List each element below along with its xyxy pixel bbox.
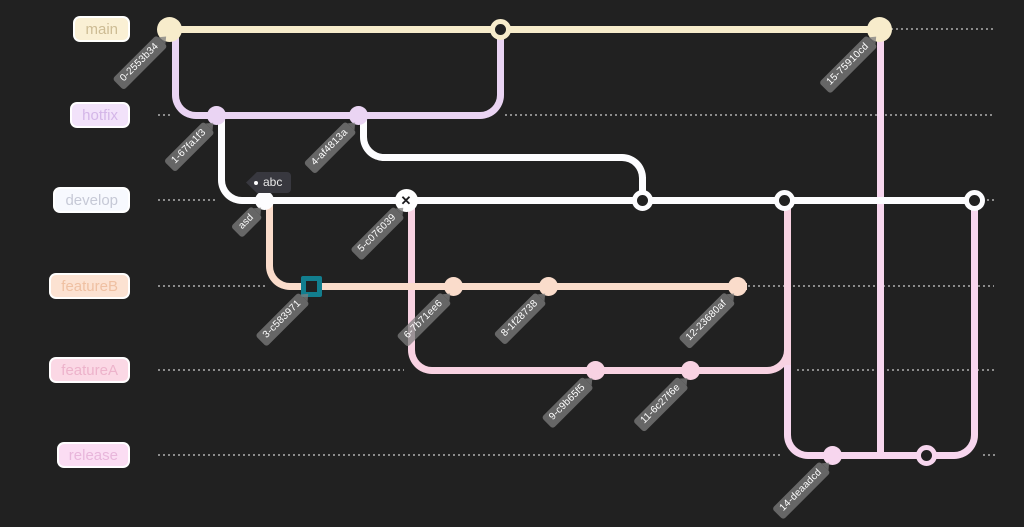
commit-label: 5-c076039 xyxy=(350,204,407,261)
branch-curve-featureB xyxy=(265,263,292,290)
branch-line-featureB xyxy=(265,200,273,266)
commit-label: 15-75910cd xyxy=(819,33,880,94)
branch-pill-release: release xyxy=(56,442,130,468)
commit-merge-dot[interactable] xyxy=(489,18,511,40)
tag-label: abc xyxy=(246,172,292,193)
branch-line-release xyxy=(808,451,953,459)
branch-line-develop xyxy=(217,115,225,180)
commit-label: 12-23680af xyxy=(678,290,738,350)
branch-pill-featureA: featureA xyxy=(49,357,130,383)
commit-deleted-dot[interactable]: ✕ xyxy=(394,188,418,212)
row-dotted-line xyxy=(891,28,994,30)
row-dotted-line xyxy=(158,454,782,456)
branch-line-hotfix xyxy=(171,29,179,95)
branch-line-hotfix xyxy=(196,111,480,119)
commit-dot[interactable] xyxy=(680,360,700,380)
commit-label: 4-af4813a xyxy=(303,119,359,175)
branch-curve-hotfix xyxy=(477,92,504,119)
branch-line-featureB xyxy=(290,282,747,290)
commit-merge-dot[interactable] xyxy=(963,189,985,211)
commit-label: 1-67fa1f3 xyxy=(163,119,217,173)
commit-dot[interactable] xyxy=(866,16,892,42)
row-dotted-line xyxy=(983,454,995,456)
row-dotted-line xyxy=(158,114,170,116)
branch-pill-hotfix: hotfix xyxy=(70,102,130,128)
branch-line-develop xyxy=(359,115,367,137)
commit-dot[interactable] xyxy=(156,16,182,42)
row-dotted-line xyxy=(748,285,994,287)
branch-curve-develop xyxy=(217,177,244,204)
commit-label: 6-7b71ee6 xyxy=(396,290,454,348)
branch-curve-featureA xyxy=(407,347,434,374)
branch-line-develop xyxy=(242,196,974,204)
branch-curve-develop xyxy=(619,153,646,180)
commit-label: 11-6c27f6e xyxy=(632,374,691,433)
row-dotted-line xyxy=(158,199,218,201)
commit-dot[interactable] xyxy=(727,276,747,296)
branch-curve-release xyxy=(951,432,978,459)
commit-dot[interactable] xyxy=(443,276,463,296)
commit-label: 14-deaadcd xyxy=(772,459,833,520)
commit-label: 3-c583971 xyxy=(255,290,312,347)
commit-dot[interactable] xyxy=(254,190,274,210)
branch-line-develop xyxy=(638,177,646,200)
commit-dot[interactable] xyxy=(538,276,558,296)
row-dotted-line xyxy=(505,114,994,116)
row-dotted-line xyxy=(158,369,404,371)
row-dotted-line xyxy=(797,369,994,371)
branch-line-develop xyxy=(384,153,622,161)
branch-line-main xyxy=(169,25,879,33)
branch-pill-develop: develop xyxy=(53,187,130,213)
commit-dot[interactable] xyxy=(585,360,605,380)
branch-curve-develop xyxy=(359,134,386,161)
commit-label: asd xyxy=(231,204,265,238)
commit-label: 9-c9b65f5 xyxy=(541,374,596,429)
commit-label: 0-2553b34 xyxy=(112,33,170,91)
row-dotted-line xyxy=(987,199,997,201)
branch-line-release xyxy=(783,365,791,435)
branch-pill-main: main xyxy=(73,16,130,42)
tag-dot-icon xyxy=(254,180,258,185)
commit-dot[interactable] xyxy=(348,105,368,125)
commit-merge-dot[interactable] xyxy=(631,189,653,211)
branch-pill-featureB: featureB xyxy=(49,273,130,299)
branch-line-featureA xyxy=(407,200,415,350)
commit-square-dot[interactable] xyxy=(300,275,322,297)
branch-curve-featureA xyxy=(764,347,791,374)
branch-line-hotfix xyxy=(496,29,504,95)
commit-label: 8-1f28738 xyxy=(493,290,549,346)
commit-merge-dot[interactable] xyxy=(773,189,795,211)
branch-curve-release xyxy=(783,432,810,459)
commit-dot[interactable] xyxy=(822,445,842,465)
branch-line-featureA xyxy=(783,200,791,370)
branch-curve-hotfix xyxy=(171,92,198,119)
branch-line-release xyxy=(876,29,884,455)
commit-dot[interactable] xyxy=(206,105,226,125)
row-dotted-line xyxy=(158,285,265,287)
commit-merge-dot[interactable] xyxy=(915,444,937,466)
branch-line-release xyxy=(970,200,978,435)
